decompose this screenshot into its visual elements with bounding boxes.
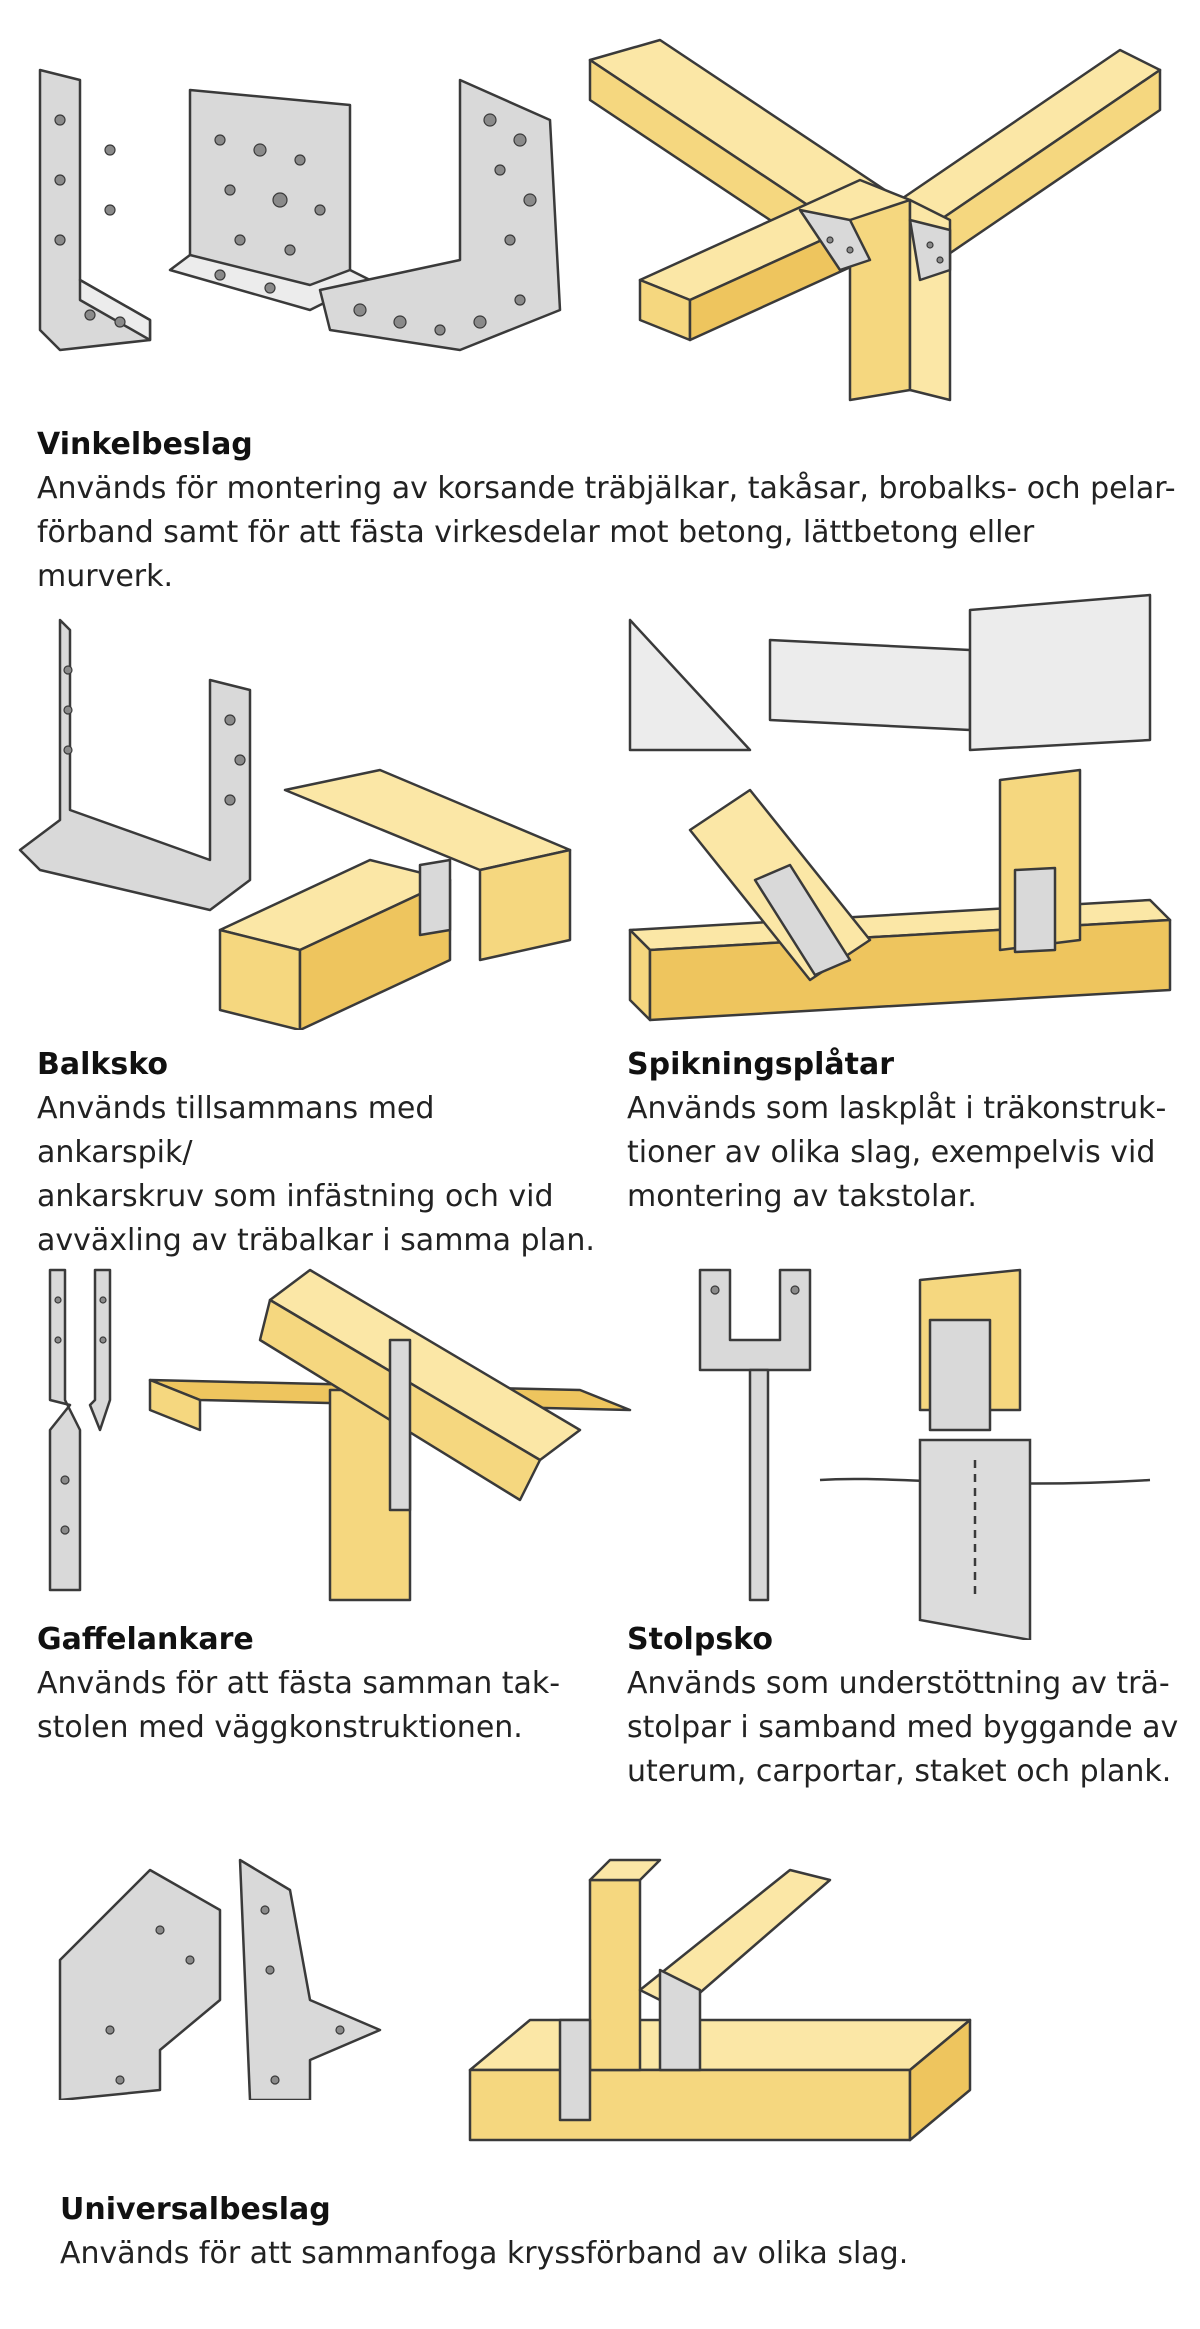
angle-bracket-3-icon (318, 78, 562, 352)
section-description: Används tillsammans med ankarspik/ ankar… (37, 1091, 595, 1258)
universal-brackets-illustration (58, 1858, 382, 2100)
nail-plates-illustration (628, 593, 1172, 1022)
angle-brackets-illustration (38, 68, 562, 352)
section-title: Gaffelankare (37, 1622, 254, 1657)
section-title: Spikningsplåtar (627, 1047, 895, 1082)
post-base-illustration (698, 1268, 1151, 1640)
section-gaffelankare: Gaffelankare Används för att fästa samma… (37, 1620, 597, 1750)
section-title: Stolpsko (627, 1622, 773, 1657)
angle-bracket-1-icon (38, 68, 152, 352)
section-universalbeslag: Universalbeslag Används för att sammanfo… (60, 2190, 1160, 2276)
fork-anchor-icon (48, 1268, 112, 1592)
crossing-beams-illustration (588, 38, 1162, 402)
section-balksko: Balksko Används tillsammans med ankarspi… (37, 1045, 597, 1263)
section-title: Balksko (37, 1047, 168, 1082)
joist-hanger-icon (18, 618, 252, 912)
section-description: Används som understöttning av trä- stolp… (627, 1666, 1179, 1789)
joist-hanger-illustration (18, 618, 572, 1030)
angle-bracket-2-icon (168, 88, 372, 312)
section-stolpsko: Stolpsko Används som understöttning av t… (627, 1620, 1187, 1794)
section-description: Används som laskplåt i träkonstruk- tion… (627, 1091, 1167, 1214)
section-description: Används för att sammanfoga kryssförband … (60, 2236, 909, 2271)
post-base-icon (698, 1268, 812, 1602)
section-description: Används för montering av korsande träbjä… (37, 471, 1176, 594)
section-vinkelbeslag: Vinkelbeslag Används för montering av ko… (37, 425, 1177, 599)
section-title: Vinkelbeslag (37, 427, 253, 462)
section-description: Används för att fästa samman tak- stolen… (37, 1666, 561, 1745)
universal-bracket-2-icon (238, 1858, 382, 2100)
fork-anchor-illustration (48, 1268, 632, 1602)
cross-joint-illustration (468, 1858, 972, 2142)
section-title: Universalbeslag (60, 2192, 331, 2227)
section-spikningsplatar: Spikningsplåtar Används som laskplåt i t… (627, 1045, 1187, 1219)
universal-bracket-1-icon (58, 1868, 222, 2100)
nail-plate-triangle-icon (628, 618, 752, 752)
nail-plate-rect-icon (768, 638, 972, 732)
nail-plate-large-icon (968, 593, 1152, 752)
